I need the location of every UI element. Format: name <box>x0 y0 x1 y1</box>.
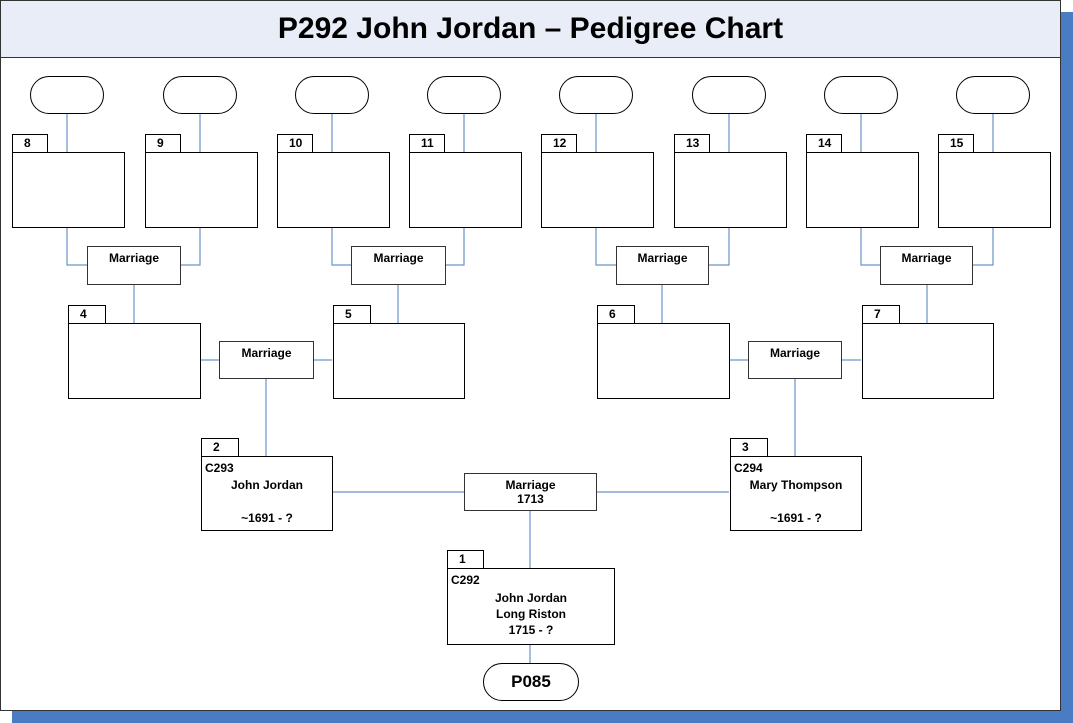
person-7-box[interactable] <box>862 323 994 399</box>
person-10-box[interactable] <box>277 152 390 228</box>
person-3-name: Mary Thompson <box>749 478 843 492</box>
person-14-number: 14 <box>806 134 842 153</box>
person-15-number: 15 <box>938 134 974 153</box>
person-1-place: Long Riston <box>496 607 566 621</box>
ancestor-oval-14 <box>824 76 898 114</box>
person-1-number: 1 <box>447 550 484 569</box>
person-9-box[interactable] <box>145 152 258 228</box>
chart-frame: P292 John Jordan – Pedigree Chart <box>0 0 1061 711</box>
marriage-box-6-7[interactable]: Marriage <box>748 341 842 379</box>
marriage-box-12-13[interactable]: Marriage <box>616 246 709 285</box>
marriage-label: Marriage <box>505 478 556 492</box>
person-11-box[interactable] <box>409 152 522 228</box>
person-1-id: C292 <box>451 573 480 587</box>
ancestor-oval-10 <box>295 76 369 114</box>
title-bar: P292 John Jordan – Pedigree Chart <box>1 1 1060 58</box>
marriage-box-10-11[interactable]: Marriage <box>351 246 446 285</box>
person-3-number: 3 <box>730 438 768 457</box>
person-12-box[interactable] <box>541 152 654 228</box>
marriage-box-4-5[interactable]: Marriage <box>219 341 314 379</box>
ancestor-oval-8 <box>30 76 104 114</box>
page-title: P292 John Jordan – Pedigree Chart <box>277 12 784 45</box>
person-11-number: 11 <box>409 134 445 153</box>
person-15-box[interactable] <box>938 152 1051 228</box>
person-1-name: John Jordan <box>494 591 567 605</box>
person-14-box[interactable] <box>806 152 919 228</box>
person-10-number: 10 <box>277 134 313 153</box>
ancestor-oval-9 <box>163 76 237 114</box>
marriage-box-14-15[interactable]: Marriage <box>880 246 973 285</box>
marriage-box-8-9[interactable]: Marriage <box>87 246 181 285</box>
person-13-number: 13 <box>674 134 710 153</box>
person-2-dates: ~1691 - ? <box>241 511 293 525</box>
person-3-id: C294 <box>734 461 763 475</box>
person-1-box[interactable]: C292 John Jordan Long Riston 1715 - ? <box>447 568 615 645</box>
marriage-box-2-3[interactable]: Marriage 1713 <box>464 473 597 511</box>
connector-lines <box>66 113 994 663</box>
person-1-dates: 1715 - ? <box>508 623 554 637</box>
person-2-id: C293 <box>205 461 234 475</box>
person-6-number: 6 <box>597 305 635 324</box>
person-3-box[interactable]: C294 Mary Thompson ~1691 - ? <box>730 456 862 531</box>
ancestor-oval-11 <box>427 76 501 114</box>
source-reference-oval[interactable]: P085 <box>483 663 579 701</box>
person-2-name: John Jordan <box>230 478 303 492</box>
person-5-number: 5 <box>333 305 371 324</box>
person-2-number: 2 <box>201 438 239 457</box>
person-8-box[interactable] <box>12 152 125 228</box>
person-12-number: 12 <box>541 134 577 153</box>
person-2-box[interactable]: C293 John Jordan ~1691 - ? <box>201 456 333 531</box>
person-7-number: 7 <box>862 305 900 324</box>
person-3-dates: ~1691 - ? <box>770 511 822 525</box>
person-6-box[interactable] <box>597 323 730 399</box>
ancestor-oval-15 <box>956 76 1030 114</box>
person-4-number: 4 <box>68 305 106 324</box>
person-8-number: 8 <box>12 134 48 153</box>
person-13-box[interactable] <box>674 152 787 228</box>
ancestor-oval-13 <box>692 76 766 114</box>
person-9-number: 9 <box>145 134 181 153</box>
person-5-box[interactable] <box>333 323 465 399</box>
ancestor-oval-12 <box>559 76 633 114</box>
person-4-box[interactable] <box>68 323 201 399</box>
marriage-year: 1713 <box>517 492 544 506</box>
